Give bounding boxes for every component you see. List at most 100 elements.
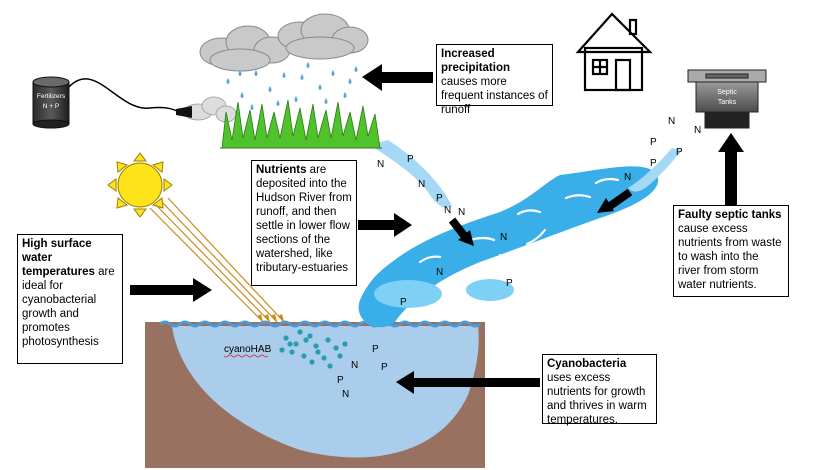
sun-rays	[149, 197, 285, 323]
arrows	[130, 64, 744, 394]
algae-cell	[293, 341, 299, 347]
raindrop	[348, 78, 352, 84]
temperature-heading: High surface water temperatures	[22, 238, 95, 278]
septic-tank-label: Septic	[717, 89, 737, 96]
raindrop	[226, 78, 230, 84]
precipitation-text: causes more frequent instances of runoff	[441, 76, 548, 116]
fertilizer-can-icon	[32, 76, 70, 129]
lake-basin	[172, 326, 479, 458]
algae-cell	[301, 353, 307, 359]
nitrogen-symbol: N	[436, 267, 443, 278]
raindrop	[331, 70, 335, 76]
phosphorus-symbol: P	[372, 344, 379, 355]
precipitation-box: Increased precipitation causes more freq…	[436, 44, 553, 116]
spray-nozzle	[176, 106, 192, 118]
arrow-runoff-diagonal	[448, 217, 470, 241]
phosphorus-symbol: P	[650, 158, 657, 169]
sun-ray-arrowheads	[257, 314, 284, 322]
river-pool	[466, 279, 514, 301]
algae-cell	[321, 355, 327, 361]
phosphorus-symbol: P	[650, 137, 657, 148]
nitrogen-symbol: N	[351, 360, 358, 371]
raindrop	[343, 92, 347, 98]
phosphorus-symbol: P	[676, 147, 683, 158]
runoff-stream	[370, 140, 452, 208]
phosphorus-symbol: P	[506, 278, 513, 289]
raindrop	[250, 104, 254, 110]
algae-cell	[337, 353, 343, 359]
raindrop	[268, 86, 272, 92]
raindrop	[238, 70, 242, 76]
nitrogen-symbol: N	[418, 179, 425, 190]
nutrients-heading: Nutrients	[256, 164, 307, 176]
septic-tank-label-2: Tanks	[718, 99, 737, 106]
cloud	[277, 13, 369, 60]
arrow-precipitation	[378, 72, 433, 83]
cyanobacteria-box: Cyanobacteria uses excess nutrients for …	[542, 354, 657, 426]
nitrogen-symbol: N	[458, 207, 465, 218]
nitrogen-symbol: N	[342, 389, 349, 400]
raindrop	[276, 100, 280, 106]
raindrop	[294, 96, 298, 102]
grass	[221, 99, 381, 149]
septic-tank-icon	[687, 69, 767, 129]
algae-cell	[325, 337, 331, 343]
arrow-nutrients	[358, 220, 398, 230]
septic-heading: Faulty septic tanks	[678, 209, 782, 221]
river-pool	[374, 280, 442, 308]
cyanobacteria-text: uses excess nutrients for growth and thr…	[547, 372, 647, 426]
arrow-temperature	[130, 285, 195, 295]
septic-text: cause excess nutrients from waste to was…	[678, 223, 782, 291]
raindrop	[354, 66, 358, 72]
nitrogen-symbol: N	[668, 116, 675, 127]
raindrop	[240, 92, 244, 98]
lake-label: cyanoHAB	[224, 344, 272, 355]
fertilizer-hose	[67, 78, 181, 113]
nutrients-box: Nutrients are deposited into the Hudson …	[251, 160, 357, 286]
raindrop	[306, 62, 310, 68]
rain	[226, 62, 358, 110]
temperature-text: are ideal for cyanobacterial growth and …	[22, 266, 115, 348]
river-highlights	[408, 177, 620, 312]
raindrop	[300, 74, 304, 80]
algae-cell	[313, 343, 319, 349]
algae-bloom	[279, 329, 348, 369]
fertilizer-can-formula: N + P	[43, 103, 59, 110]
nitrogen-symbol: N	[694, 125, 701, 136]
raindrop	[254, 70, 258, 76]
phosphorus-symbol: P	[407, 154, 414, 165]
house-icon	[575, 12, 653, 92]
algae-cell	[289, 349, 295, 355]
arrow-septic-diagonal	[607, 188, 633, 210]
raindrop	[282, 72, 286, 78]
septic-box: Faulty septic tanks cause excess nutrien…	[673, 205, 789, 297]
raindrop	[324, 98, 328, 104]
sun	[107, 152, 173, 218]
phosphorus-symbol: P	[381, 362, 388, 373]
algae-cell	[327, 363, 333, 369]
lake-label-underline	[223, 354, 269, 358]
nitrogen-symbol: N	[444, 205, 451, 216]
lake-surface	[159, 320, 481, 328]
algae-cell	[297, 329, 303, 335]
algae-cell	[283, 335, 289, 341]
algae-cell	[303, 337, 309, 343]
temperature-box: High surface water temperatures are idea…	[17, 234, 123, 364]
phosphorus-symbol: P	[337, 375, 344, 386]
raindrop	[318, 84, 322, 90]
septic-stream	[628, 148, 682, 192]
algae-cell	[342, 341, 348, 347]
arrow-septic	[725, 150, 737, 205]
cloud	[199, 25, 291, 72]
algae-cell	[279, 347, 285, 353]
nutrients-text: are deposited into the Hudson River from…	[256, 164, 352, 274]
river	[358, 166, 659, 328]
cyanobacteria-heading: Cyanobacteria	[547, 358, 627, 370]
algae-cell	[307, 333, 313, 339]
algae-cell	[333, 345, 339, 351]
algae-cell	[309, 359, 315, 365]
nitrogen-symbol: N	[377, 159, 384, 170]
phosphorus-symbol: P	[436, 193, 443, 204]
algae-cell	[287, 341, 293, 347]
